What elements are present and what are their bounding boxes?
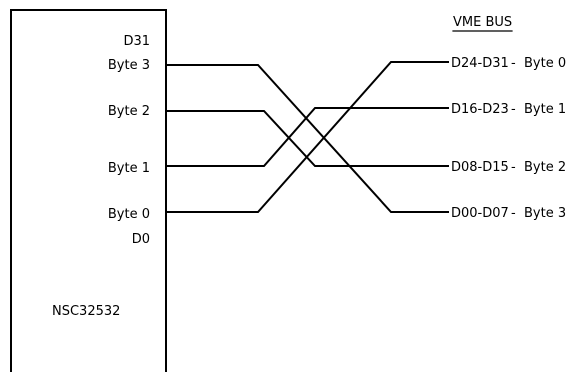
bus-lane-d00-d07-range: D00-D07 [451, 206, 509, 221]
bus-lane-d08-d15-dash: - [511, 160, 516, 175]
bus-lane-d24-d31-range: D24-D31 [451, 56, 509, 71]
wire-byte0-to-d24-d31 [165, 61, 449, 213]
bus-lane-d24-d31-byte: Byte 0 [524, 56, 566, 71]
wire-byte3-to-d00-d07 [165, 64, 449, 213]
chip-name-label: NSC32532 [52, 304, 120, 319]
bus-lane-d16-d23-byte: Byte 1 [524, 102, 566, 117]
wire-byte1-to-d16-d23 [165, 107, 449, 167]
bus-lane-d00-d07-dash: - [511, 206, 516, 221]
chip-pin-byte1-label: Byte 1 [108, 161, 150, 176]
bus-lane-d16-d23-dash: - [511, 102, 516, 117]
chip-d31-label: D31 [123, 34, 150, 49]
chip-pin-byte0-label: Byte 0 [108, 207, 150, 222]
bus-lane-d24-d31-dash: - [511, 56, 516, 71]
bus-lane-d08-d15-range: D08-D15 [451, 160, 509, 175]
vme-bus-title: VME BUS [453, 15, 512, 30]
bus-lane-d00-d07-byte: Byte 3 [524, 206, 566, 221]
nsc32532-chip-block [10, 9, 167, 372]
bus-lane-d08-d15-byte: Byte 2 [524, 160, 566, 175]
chip-d0-label: D0 [132, 232, 150, 247]
chip-pin-byte3-label: Byte 3 [108, 58, 150, 73]
bus-lane-d16-d23-range: D16-D23 [451, 102, 509, 117]
chip-pin-byte2-label: Byte 2 [108, 104, 150, 119]
